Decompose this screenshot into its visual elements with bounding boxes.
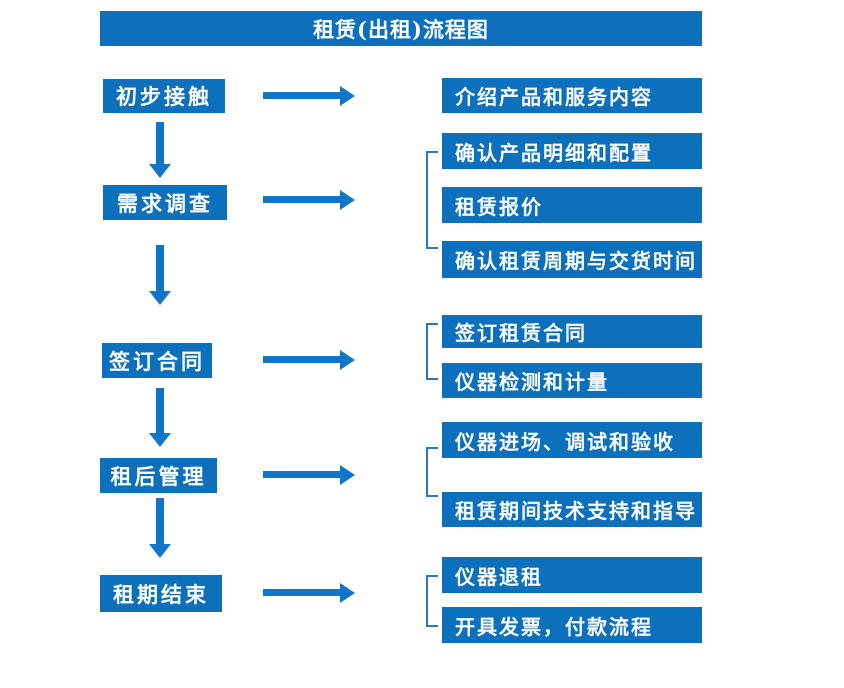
arrow-head bbox=[149, 433, 171, 447]
arrow-head bbox=[340, 190, 355, 210]
detail-box-rental-quote: 租赁报价 bbox=[442, 187, 702, 223]
arrow-shaft bbox=[263, 471, 340, 478]
arrow-head bbox=[149, 164, 171, 178]
detail-box-instrument-return: 仪器退租 bbox=[442, 557, 702, 593]
down-arrow-3 bbox=[149, 388, 171, 447]
arrow-head bbox=[149, 291, 171, 305]
down-arrow-1 bbox=[149, 122, 171, 178]
right-arrow-2 bbox=[263, 190, 355, 210]
arrow-shaft bbox=[156, 498, 164, 545]
right-arrow-5 bbox=[263, 583, 355, 603]
arrow-shaft bbox=[263, 589, 340, 596]
detail-box-confirm-period-delivery: 确认租赁周期与交货时间 bbox=[442, 241, 702, 278]
right-arrow-1 bbox=[263, 86, 355, 106]
arrow-head bbox=[340, 350, 355, 370]
step-box-demand-survey: 需求调查 bbox=[103, 185, 227, 220]
arrow-shaft bbox=[263, 92, 340, 99]
detail-box-tech-support: 租赁期间技术支持和指导 bbox=[442, 492, 702, 527]
arrow-head bbox=[340, 583, 355, 603]
diagram-title-bar: 租赁(出租)流程图 bbox=[100, 11, 702, 46]
diagram-title: 租赁(出租)流程图 bbox=[313, 16, 489, 42]
arrow-shaft bbox=[263, 356, 340, 363]
detail-box-sign-rental-contract: 签订租赁合同 bbox=[442, 315, 702, 348]
detail-box-instrument-testing: 仪器检测和计量 bbox=[442, 363, 702, 398]
group-bracket-demand-survey bbox=[426, 151, 438, 249]
down-arrow-2 bbox=[149, 245, 171, 305]
right-arrow-3 bbox=[263, 350, 355, 370]
right-arrow-4 bbox=[263, 465, 355, 485]
detail-box-instrument-arrival: 仪器进场、调试和验收 bbox=[442, 422, 702, 458]
arrow-shaft bbox=[156, 245, 164, 292]
group-bracket-rental-end bbox=[426, 575, 438, 627]
step-box-initial-contact: 初步接触 bbox=[103, 79, 225, 113]
arrow-head bbox=[340, 465, 355, 485]
arrow-shaft bbox=[156, 388, 164, 434]
down-arrow-4 bbox=[149, 498, 171, 558]
step-box-rental-end: 租期结束 bbox=[100, 575, 222, 612]
arrow-shaft bbox=[156, 122, 164, 165]
group-bracket-sign-contract bbox=[426, 323, 438, 380]
detail-box-invoice-payment: 开具发票，付款流程 bbox=[442, 607, 702, 643]
step-box-sign-contract: 签订合同 bbox=[102, 343, 212, 378]
arrow-head bbox=[340, 86, 355, 106]
step-box-post-rental-management: 租后管理 bbox=[100, 458, 217, 493]
arrow-head bbox=[149, 544, 171, 558]
group-bracket-post-rental bbox=[426, 447, 438, 497]
detail-box-intro-products: 介绍产品和服务内容 bbox=[442, 78, 702, 113]
arrow-shaft bbox=[263, 196, 340, 203]
detail-box-confirm-product-details: 确认产品明细和配置 bbox=[442, 133, 702, 169]
